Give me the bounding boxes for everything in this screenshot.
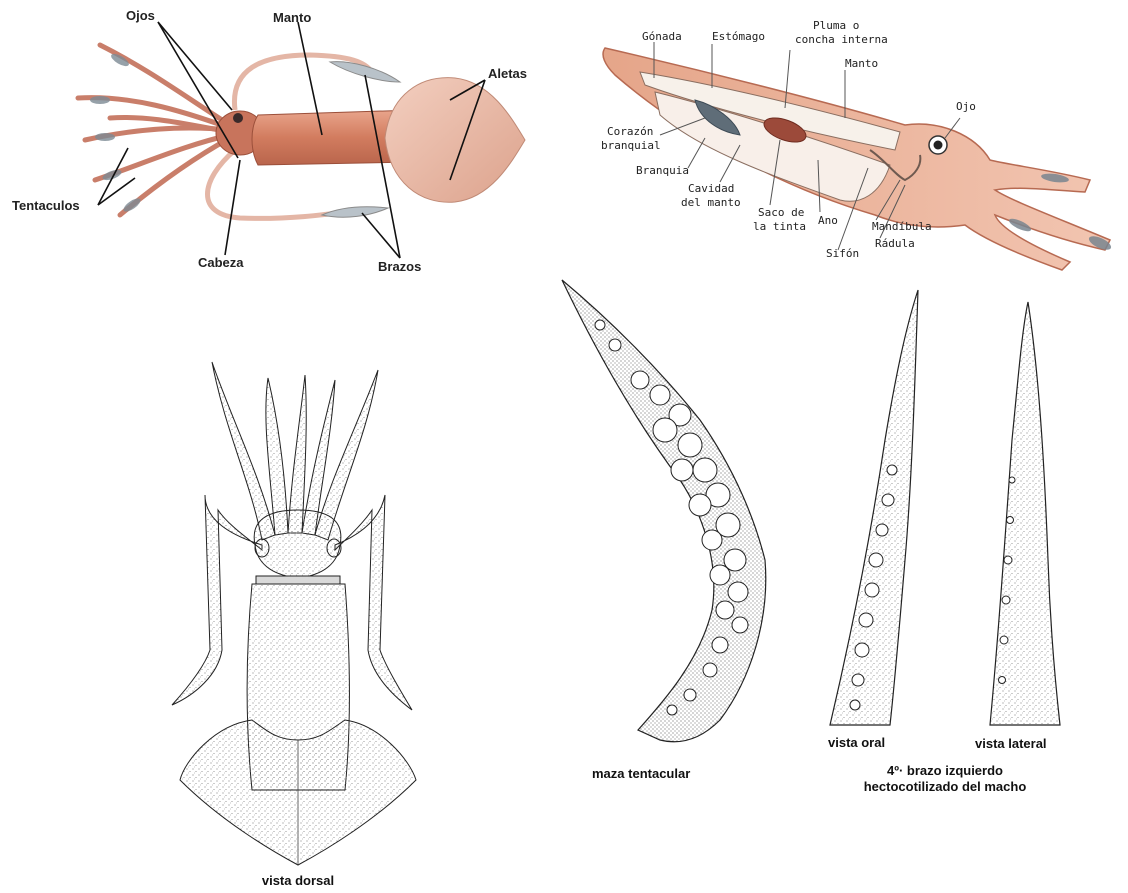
arm-oral-view (830, 290, 918, 725)
caption-vista-oral: vista oral (828, 735, 885, 750)
caption-hectocotilizado: hectocotilizado del macho (825, 779, 1065, 794)
caption-vista-lateral: vista lateral (975, 736, 1047, 751)
arm-lateral-view (990, 302, 1060, 725)
caption-brazo-izquierdo: 4º· brazo izquierdo (845, 763, 1045, 778)
